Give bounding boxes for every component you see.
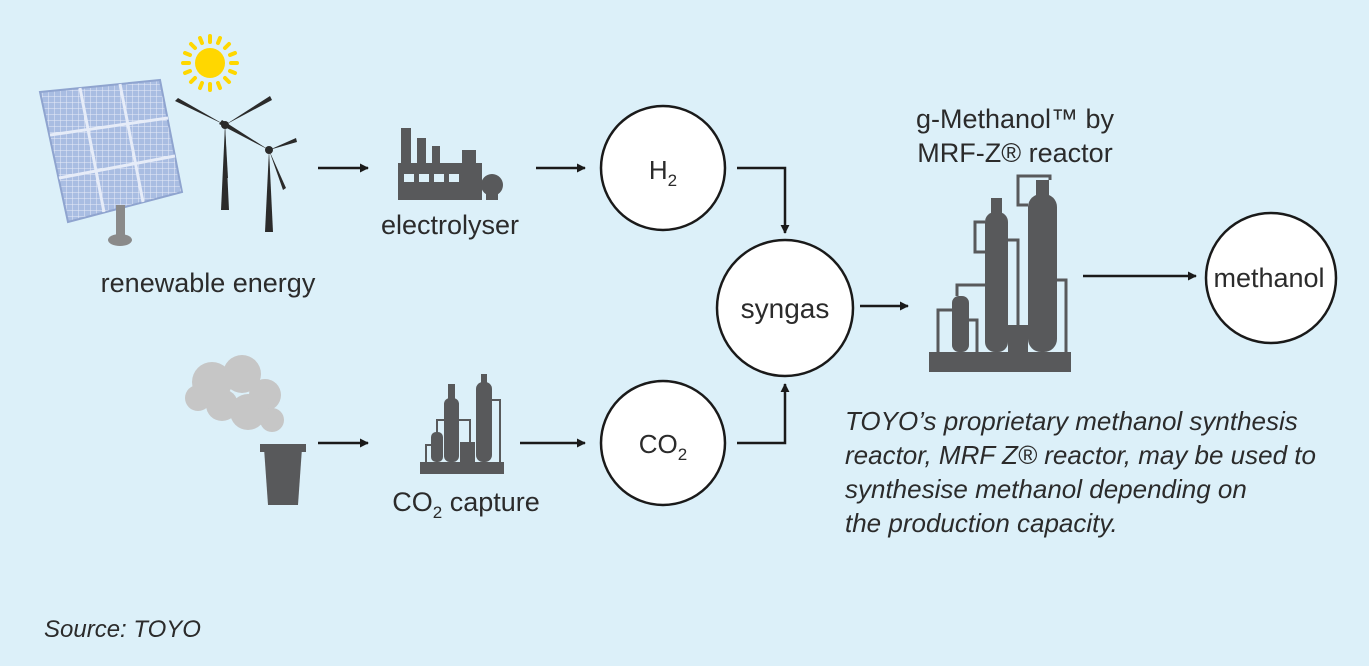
syngas-label: syngas xyxy=(740,293,830,324)
flow-arrows xyxy=(318,163,1197,448)
h2-node xyxy=(599,104,727,232)
solar-panel-icon xyxy=(38,78,184,246)
sun-icon xyxy=(181,34,239,92)
methanol-reactor-plant-icon xyxy=(929,174,1071,372)
h2-label: H2 xyxy=(648,155,678,190)
smoke-chimney-icon xyxy=(185,355,306,505)
arrow-h2-to-syngas xyxy=(737,166,790,234)
wind-turbine-icon xyxy=(175,96,297,232)
arrow-co2-to-syngas xyxy=(737,383,790,445)
source-credit: Source: TOYO xyxy=(44,616,201,643)
node-circles xyxy=(599,104,1338,507)
reactor-note: TOYO’s proprietary methanol synthesis re… xyxy=(845,406,1316,538)
co2-node xyxy=(599,379,727,507)
electrolyser-factory-icon xyxy=(398,128,503,200)
syngas-node xyxy=(715,238,855,378)
co2-capture-plant-icon xyxy=(420,374,504,474)
methanol-node xyxy=(1204,211,1338,345)
co2-capture-label: CO2 capture xyxy=(392,487,540,522)
renewable-energy-label: renewable energy xyxy=(100,268,316,298)
electrolyser-label: electrolyser xyxy=(380,210,520,240)
co2-label: CO2 xyxy=(638,429,688,464)
methanol-label: methanol xyxy=(1213,263,1325,293)
reactor-title: g-Methanol™ by MRF-Z® reactor xyxy=(915,104,1115,168)
